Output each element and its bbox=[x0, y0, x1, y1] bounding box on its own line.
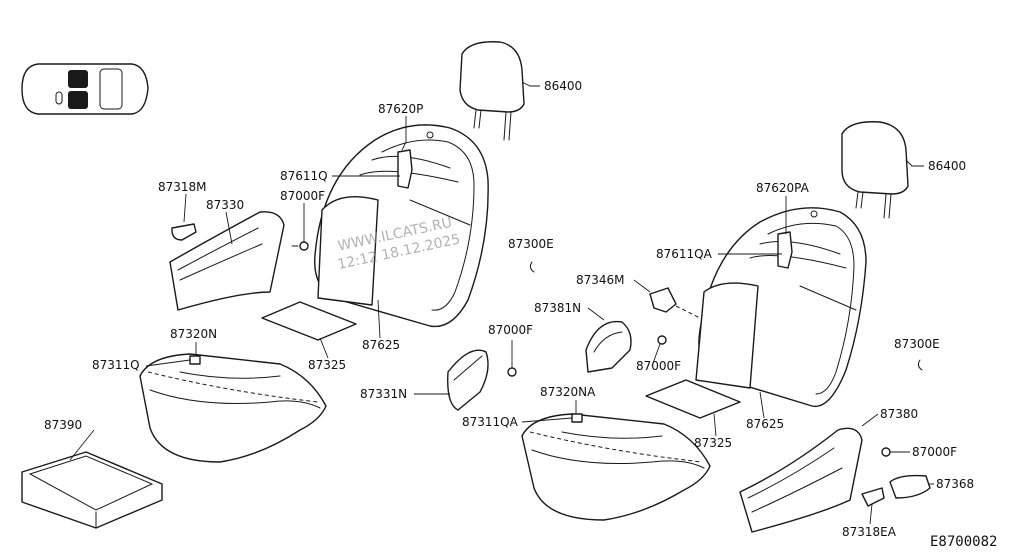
headrest-right bbox=[841, 121, 909, 219]
label-87311QA: 87311QA bbox=[462, 415, 519, 429]
label-87000F-mid: 87000F bbox=[488, 323, 533, 337]
label-87320NA: 87320NA bbox=[540, 385, 596, 399]
label-87325-left: 87325 bbox=[308, 358, 346, 372]
label-87368: 87368 bbox=[936, 477, 974, 491]
label-87331N: 87331N bbox=[360, 387, 407, 401]
label-87346M: 87346M bbox=[576, 273, 625, 287]
clip-87300E-mid bbox=[529, 261, 535, 273]
leader-lines bbox=[69, 81, 934, 525]
label-87625-left: 87625 bbox=[362, 338, 400, 352]
label-87318M: 87318M bbox=[158, 180, 207, 194]
panel-87381N bbox=[585, 320, 632, 373]
seatback-pad-left bbox=[317, 196, 379, 306]
side-trim-87380 bbox=[739, 427, 863, 533]
handle-87368 bbox=[889, 474, 931, 499]
seat-cushion-left bbox=[139, 353, 327, 463]
label-87625-right: 87625 bbox=[746, 417, 784, 431]
side-trim-87330 bbox=[169, 211, 285, 311]
seatback-clip-right bbox=[777, 231, 793, 269]
label-87311Q: 87311Q bbox=[92, 358, 140, 372]
small-clip-87318EA bbox=[861, 487, 885, 507]
seat-cushion-right bbox=[521, 413, 711, 521]
seatback-clip-left bbox=[397, 149, 413, 189]
cushion-clip-left bbox=[189, 355, 201, 365]
screw-right-mid bbox=[657, 335, 667, 345]
label-86400-right: 86400 bbox=[928, 159, 966, 173]
mat-87325-left bbox=[261, 301, 357, 341]
label-87000F-right-low: 87000F bbox=[912, 445, 957, 459]
small-clip-87318M bbox=[171, 223, 197, 241]
bracket-87346M bbox=[649, 287, 701, 319]
label-87000F-right-mid: 87000F bbox=[636, 359, 681, 373]
tray-87390 bbox=[21, 451, 163, 529]
seatback-pad-right bbox=[695, 282, 759, 389]
clip-87300E-right bbox=[917, 359, 923, 371]
screw-left-top bbox=[291, 241, 309, 251]
label-87620P: 87620P bbox=[378, 102, 423, 116]
label-87381N: 87381N bbox=[534, 301, 581, 315]
cover-87331N bbox=[447, 349, 489, 411]
label-87000F-left-top: 87000F bbox=[280, 189, 325, 203]
label-87611QA: 87611QA bbox=[656, 247, 713, 261]
label-87620PA: 87620PA bbox=[756, 181, 810, 195]
label-87300E-mid: 87300E bbox=[508, 237, 554, 251]
screw-right-low bbox=[881, 447, 891, 457]
car-locator-icon bbox=[21, 63, 149, 115]
label-87318EA: 87318EA bbox=[842, 525, 897, 539]
label-87380: 87380 bbox=[880, 407, 918, 421]
screw-mid bbox=[507, 367, 517, 377]
cushion-clip-right bbox=[571, 413, 583, 423]
label-87325-right: 87325 bbox=[694, 436, 732, 450]
label-87611Q: 87611Q bbox=[280, 169, 328, 183]
label-86400-left: 86400 bbox=[544, 79, 582, 93]
diagram-id: E8700082 bbox=[930, 534, 997, 550]
label-87320N: 87320N bbox=[170, 327, 217, 341]
headrest-left bbox=[459, 41, 525, 141]
mat-87325-right bbox=[645, 379, 741, 419]
label-87300E-right: 87300E bbox=[894, 337, 940, 351]
label-87390: 87390 bbox=[44, 418, 82, 432]
label-87330: 87330 bbox=[206, 198, 244, 212]
